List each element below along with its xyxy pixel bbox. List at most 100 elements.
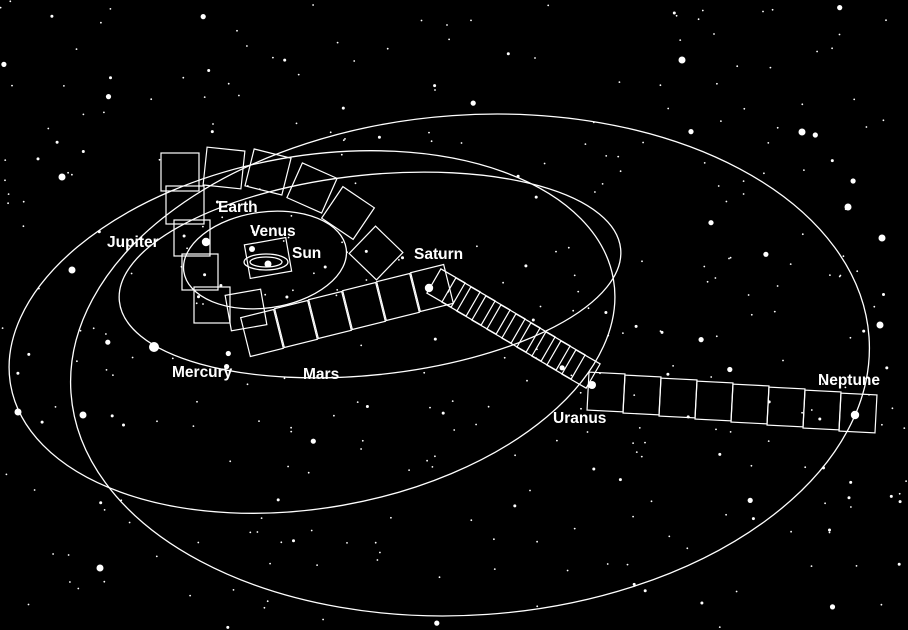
star [635, 451, 638, 453]
star [386, 47, 389, 50]
star [103, 580, 106, 583]
star [103, 111, 105, 114]
star [606, 563, 609, 565]
star [342, 139, 345, 142]
star [632, 515, 634, 518]
star [256, 531, 259, 533]
star [105, 333, 107, 335]
star [701, 9, 704, 12]
star [365, 279, 368, 281]
star [638, 427, 641, 429]
star [203, 96, 206, 98]
star [688, 129, 694, 135]
star [122, 423, 125, 427]
star [227, 82, 230, 85]
star [430, 140, 433, 143]
star [252, 230, 256, 234]
star [633, 394, 636, 396]
star [605, 155, 608, 157]
label-mercury: Mercury [172, 364, 233, 381]
star [219, 284, 223, 287]
bright-star [678, 56, 686, 64]
star [838, 33, 841, 36]
star [618, 478, 622, 482]
star [22, 200, 25, 203]
bright-star [96, 564, 104, 572]
star [850, 506, 852, 508]
chain-frame [456, 286, 496, 326]
sun-ring-1 [243, 253, 289, 271]
star [747, 294, 750, 296]
label-mars: Mars [303, 366, 339, 383]
bright-star [58, 173, 66, 181]
star [1, 61, 7, 67]
star [622, 332, 624, 334]
star [110, 414, 114, 418]
star [460, 142, 463, 144]
star [715, 428, 717, 431]
star [503, 356, 506, 359]
star [470, 100, 476, 106]
bright-star [68, 266, 76, 274]
star [640, 455, 643, 458]
star [81, 150, 85, 153]
chain-frame [561, 349, 601, 389]
star [333, 414, 335, 417]
jupiter-dot [201, 237, 211, 247]
star [567, 246, 570, 249]
star [69, 581, 71, 583]
star [131, 356, 134, 359]
label-earth: Earth [218, 199, 258, 216]
star [36, 157, 40, 161]
star [390, 516, 392, 519]
star [534, 57, 536, 59]
star [292, 539, 295, 543]
star [307, 471, 310, 474]
star [679, 39, 682, 41]
star [580, 407, 582, 410]
star [215, 200, 219, 204]
star [27, 352, 31, 356]
star [831, 47, 833, 50]
star [353, 60, 356, 62]
star [619, 170, 622, 173]
star [710, 376, 713, 378]
star [555, 250, 557, 253]
star [292, 289, 294, 292]
star [1, 327, 4, 329]
star [451, 400, 454, 402]
star [109, 7, 112, 10]
star [767, 142, 770, 144]
star [238, 94, 240, 97]
chain-frame [531, 331, 571, 371]
star [295, 122, 298, 125]
star [431, 466, 434, 468]
star [344, 138, 346, 140]
star [249, 531, 252, 534]
star [54, 406, 57, 408]
star [666, 372, 670, 376]
strip-frame [409, 263, 455, 313]
inner-frame [193, 286, 231, 324]
star [112, 374, 114, 376]
star [850, 178, 856, 184]
star [192, 425, 195, 427]
star [40, 420, 44, 424]
star [77, 587, 80, 590]
star [743, 107, 746, 110]
star [340, 153, 343, 156]
orbit-inner [182, 210, 348, 310]
star [584, 143, 587, 146]
star [155, 555, 158, 558]
star [810, 409, 813, 411]
star [335, 294, 338, 297]
star [246, 45, 248, 47]
strip-frame [341, 281, 387, 331]
star [703, 162, 706, 164]
star [202, 225, 204, 228]
planet-labels: Earth Venus Sun Jupiter Saturn Mercury M… [107, 199, 880, 427]
star [76, 360, 78, 363]
star [750, 313, 753, 316]
